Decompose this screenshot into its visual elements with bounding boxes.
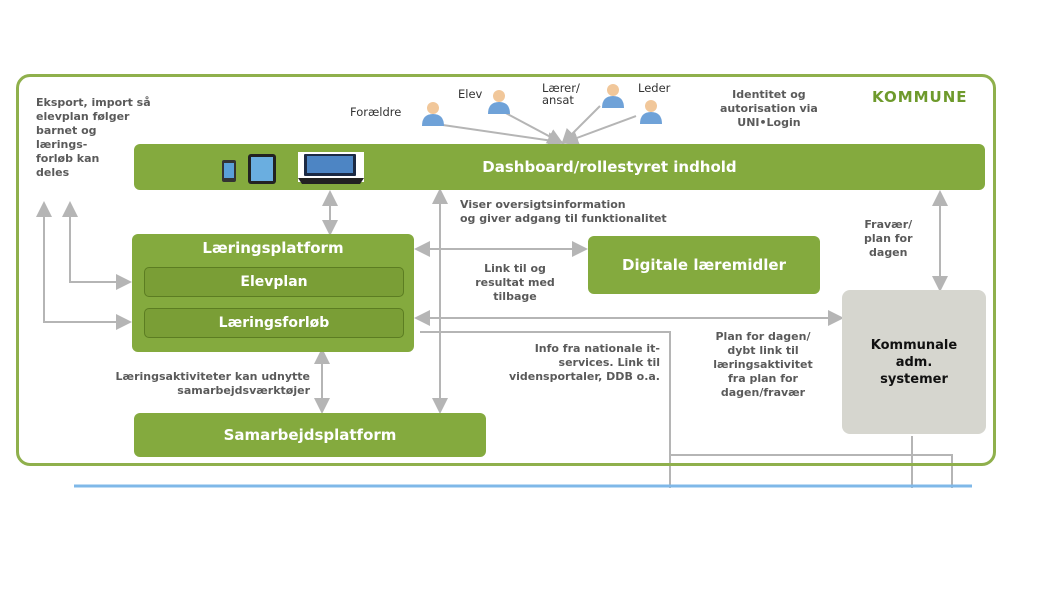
line-external-info [420,331,671,488]
note-overview: Viser oversigtsinformation og giver adga… [460,198,667,225]
role-label-teacher: Lærer/ ansat [542,81,580,107]
devices-icon [222,152,364,184]
line-external-right [670,454,953,488]
person-icon [602,84,624,108]
arrow-student-dashboard [499,109,564,144]
note-export: Eksport, import så elevplan følger barne… [36,96,151,179]
collaboration-platform-box: Samarbejdsplatform [134,413,486,457]
municipal-systems-box: Kommunale adm. systemer [842,290,986,434]
learning-platform-title: Læringsplatform [202,239,344,257]
arrow-leader-dashboard [562,115,637,146]
digital-materials-title: Digitale læremidler [622,256,786,274]
learning-course-label: Læringsforløb [218,315,330,331]
elevplan-box: Elevplan [144,267,404,297]
person-icon [640,100,662,124]
kommune-label: KOMMUNE [872,88,968,106]
kommune-frame [16,74,996,466]
dashboard-title: Dashboard/rollestyret indhold [482,158,737,176]
note-day-plan: Plan for dagen/ dybt link til læringsakt… [713,330,813,399]
note-link: Link til og resultat med tilbage [475,262,555,303]
person-icon [488,90,510,114]
role-label-leader: Leder [638,81,671,95]
collaboration-platform-title: Samarbejdsplatform [223,426,397,444]
note-absence: Fravær/ plan for dagen [864,218,913,259]
arrow-parent-dashboard [435,123,564,149]
note-national-info: Info fra nationale it- services. Link ti… [508,342,660,383]
note-identity: Identitet og autorisation via UNI•Login [720,88,818,129]
note-activities: Læringsaktiviteter kan udnytte samarbejd… [115,370,310,397]
elevplan-label: Elevplan [240,274,308,290]
role-label-student: Elev [458,87,483,101]
digital-materials-box: Digitale læremidler [588,236,820,294]
municipal-systems-title: Kommunale adm. systemer [870,337,958,387]
arrow-export-elevplan [62,201,132,290]
learning-course-box: Læringsforløb [144,308,404,338]
arrow-export-forloeb [36,201,132,330]
person-icon [422,102,444,126]
role-label-parent: Forældre [350,105,402,119]
